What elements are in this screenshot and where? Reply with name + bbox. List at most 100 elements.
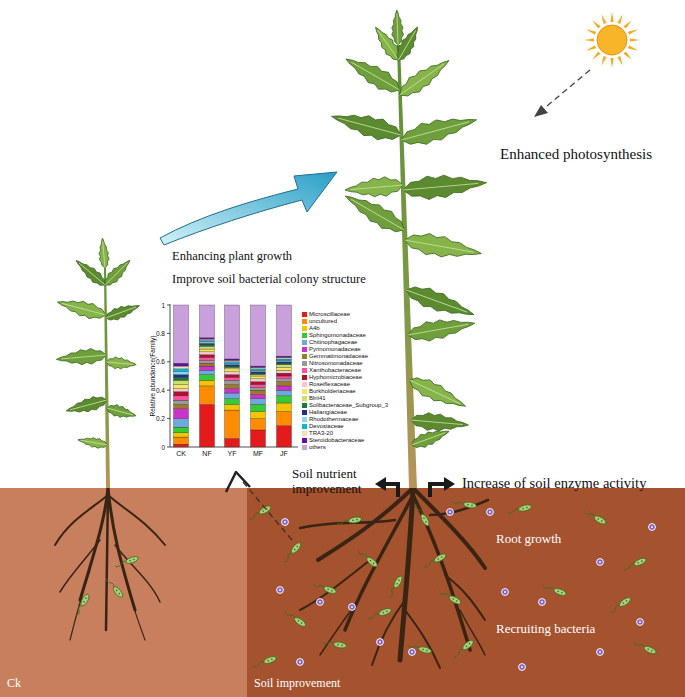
nutrient-dot	[409, 649, 416, 656]
bacterium-spot	[398, 579, 400, 581]
bar-segment	[225, 389, 240, 393]
y-tick	[167, 390, 170, 391]
sun-ray	[624, 20, 632, 28]
leaf	[72, 256, 109, 289]
bar-segment	[251, 394, 266, 398]
leaf	[56, 347, 107, 367]
nutrient-dot	[447, 509, 454, 516]
root	[430, 500, 488, 515]
bar-segment	[200, 366, 215, 370]
bar-segment	[174, 305, 189, 363]
bar-segment	[174, 404, 189, 408]
legend-swatch	[302, 382, 307, 387]
bacterium-spot	[129, 560, 131, 562]
bar-segment	[225, 363, 240, 364]
bar-segment	[277, 305, 292, 356]
bar-segment	[225, 385, 240, 389]
bar-segment	[251, 399, 266, 405]
bacterium-spot	[452, 598, 454, 600]
label-slot: JF	[272, 450, 296, 458]
bacterium-spot	[386, 610, 388, 612]
leaf-blade	[395, 53, 454, 102]
bar-segment	[200, 404, 215, 447]
bar-segment	[200, 346, 215, 349]
effect-label: Increase of soil enzyme activity	[462, 476, 646, 492]
label-slot: CK	[169, 450, 193, 458]
bar-segment	[225, 410, 240, 438]
bacterium-body	[392, 575, 403, 589]
flagellum	[115, 561, 127, 568]
bacterium-spot	[465, 645, 467, 647]
root	[460, 610, 485, 655]
y-tick	[167, 447, 170, 448]
nutrient-dot-core	[279, 589, 281, 591]
bar-segment	[251, 430, 266, 447]
small-stem	[104, 265, 110, 488]
bar-segment	[277, 359, 292, 360]
leaf	[329, 106, 404, 145]
flagellum	[249, 512, 261, 521]
flagellum	[584, 510, 596, 519]
bar-segment	[225, 404, 240, 410]
legend-label: Sphingomonadaceae	[309, 332, 366, 339]
leaf-blade	[403, 281, 477, 324]
bar-segment	[200, 343, 215, 344]
bacterium-spot	[437, 558, 439, 560]
leaf-blade	[56, 347, 107, 367]
bacterium-body	[633, 557, 647, 568]
bacterium-spot	[301, 622, 303, 624]
enzyme-arrowhead	[444, 477, 455, 491]
nutrient-dot-core	[411, 651, 413, 653]
bacterium	[114, 555, 139, 569]
bacterium-spot	[647, 648, 649, 650]
bacterium-body	[378, 607, 392, 617]
nutrient-dot-core	[521, 666, 523, 668]
bacterium	[104, 576, 124, 598]
bacterium-spot	[271, 658, 273, 660]
label-slot: Soil nutrient improvement	[292, 467, 374, 497]
bar-segment	[225, 375, 240, 378]
bar-segment	[251, 379, 266, 382]
bacterium-spot	[651, 650, 653, 652]
sun-ray	[628, 45, 638, 50]
nutrient-arrow	[385, 484, 398, 497]
bar-segment	[277, 360, 292, 361]
bacterium-spot	[557, 590, 559, 592]
sun-ray	[617, 56, 622, 66]
flagellum	[368, 613, 380, 620]
bacterium	[337, 516, 362, 526]
sun-ray	[601, 14, 606, 24]
leaf-blade	[101, 256, 134, 289]
nutrient-dot	[597, 559, 604, 566]
tick-label: 1	[140, 302, 165, 309]
category-label: CK	[169, 450, 193, 458]
legend-swatch	[302, 410, 307, 415]
bar-segment	[251, 367, 266, 368]
bacterium-spot	[356, 519, 358, 521]
bar-segment	[200, 363, 215, 366]
band-label: Soil improvement	[254, 676, 340, 690]
bar-segment	[174, 433, 189, 437]
root	[405, 610, 440, 668]
bar-segment	[251, 366, 266, 367]
leaf-vein	[399, 30, 416, 60]
root	[320, 605, 355, 655]
leaf-blade	[55, 295, 107, 323]
leaf	[406, 314, 476, 345]
bacterium-spot	[133, 558, 135, 560]
leaf-blade	[406, 314, 476, 345]
flagellum	[253, 661, 265, 668]
leaf-blade	[104, 300, 142, 323]
bar-segment	[200, 345, 215, 346]
bacterium-body	[461, 639, 475, 652]
bacterium	[367, 607, 392, 621]
bar-segment	[277, 386, 292, 390]
leaf-vein	[397, 14, 398, 45]
bacterium-spot	[526, 507, 528, 509]
enzyme-arrow	[430, 484, 445, 497]
recruit-arrowhead	[226, 472, 250, 492]
bar-segment	[200, 386, 215, 404]
bacterium-spot	[522, 508, 524, 510]
leaf-vein	[107, 408, 133, 415]
nutrient-dot-core	[319, 601, 321, 603]
